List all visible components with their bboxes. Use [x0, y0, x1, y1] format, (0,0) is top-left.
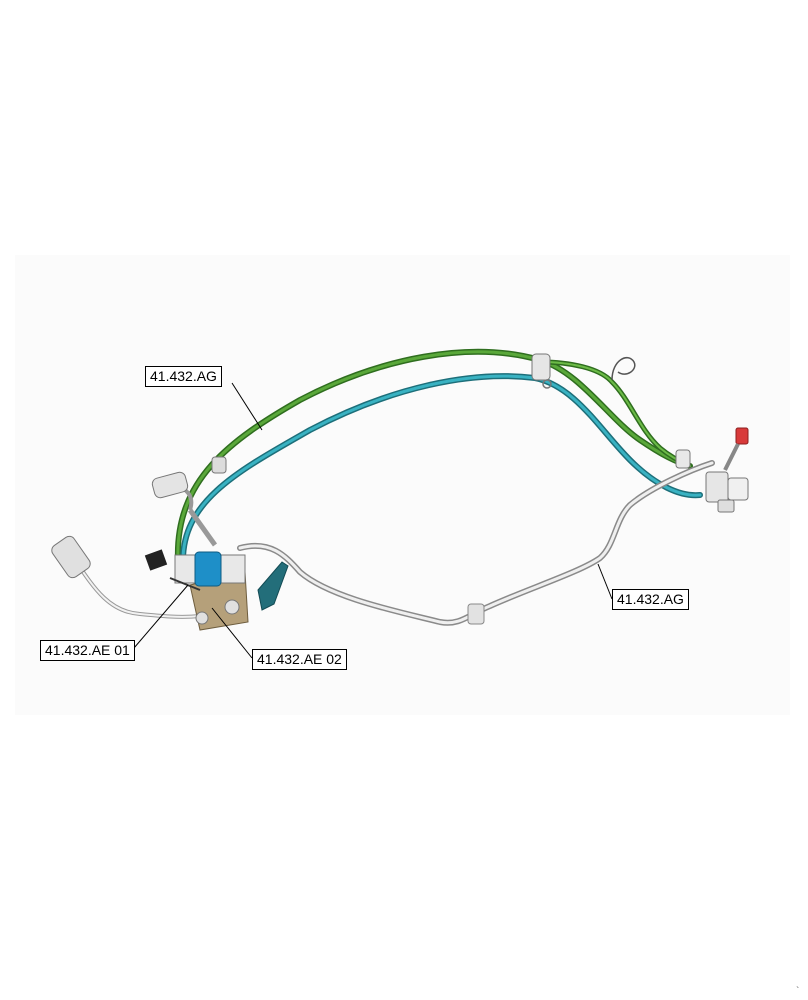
- part-callout-41-432-ag-lower: 41.432.AG: [612, 589, 689, 610]
- right-fitting-cluster: [675, 427, 749, 513]
- teal-hydraulic-hose: [179, 373, 703, 565]
- part-callout-41-432-ag-upper: 41.432.AG: [145, 366, 222, 387]
- pump-assembly: [144, 549, 249, 631]
- hose-clamps: [211, 353, 552, 474]
- callout-leader-lines: [133, 382, 613, 659]
- steel-hydraulic-pipe: [237, 460, 715, 626]
- part-callout-41-432-ae-02: 41.432.AE 02: [252, 649, 347, 670]
- wire-loop: [611, 357, 636, 381]
- upper-left-fitting: [151, 471, 218, 547]
- corner-mark: `: [796, 986, 800, 997]
- left-return-hose: [51, 535, 201, 619]
- part-callout-41-432-ae-01: 41.432.AE 01: [40, 640, 135, 661]
- green-hydraulic-hose: [174, 348, 693, 563]
- mounting-bracket: [257, 561, 289, 611]
